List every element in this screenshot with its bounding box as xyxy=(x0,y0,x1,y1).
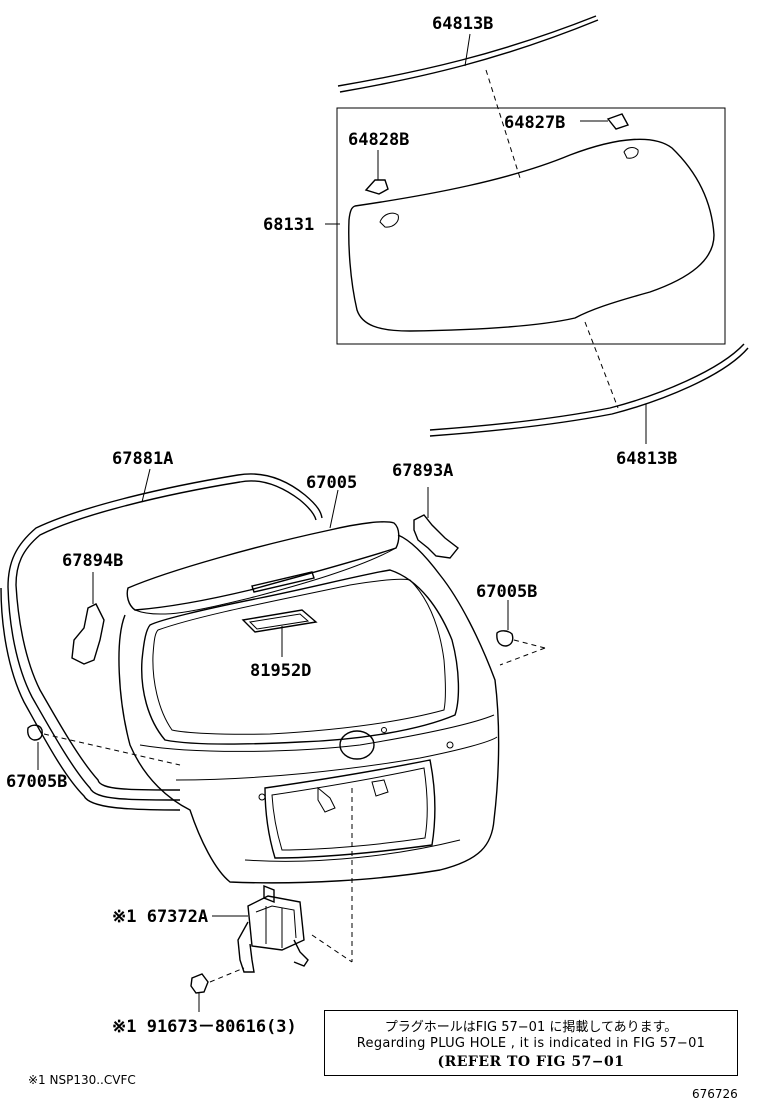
dash-damper-diag xyxy=(311,934,353,963)
leader-molding-upper xyxy=(464,33,471,67)
clip-right-shape xyxy=(606,113,630,130)
lower-molding xyxy=(429,343,749,437)
label-67893a: 67893A xyxy=(392,461,453,481)
label-64813b-lower: 64813B xyxy=(616,449,677,469)
upper-molding xyxy=(337,15,599,93)
plug-shape xyxy=(241,609,318,633)
leader-67005 xyxy=(329,489,339,529)
cushion-right-shape xyxy=(496,630,514,647)
label-64828b: 64828B xyxy=(348,130,409,150)
damper-shape xyxy=(237,884,309,973)
label-67005: 67005 xyxy=(306,473,357,493)
label-81952d: 81952D xyxy=(250,661,311,681)
refer-note-box: プラグホールはFIG 57−01 に掲載してあります。 Regarding PL… xyxy=(324,1010,738,1076)
glass-inner-mark-left xyxy=(379,212,399,228)
plug-inner xyxy=(248,613,310,630)
dash-molding-upper xyxy=(485,69,521,179)
label-67005b-left: 67005B xyxy=(6,772,67,792)
glass-inner-mark-right xyxy=(623,147,639,159)
note-refer-link[interactable]: (REFER TO FIG 57−01 xyxy=(437,1054,625,1070)
weatherstrip xyxy=(0,473,323,811)
label-67881a: 67881A xyxy=(112,449,173,469)
figure-number: 676726 xyxy=(692,1087,738,1101)
stopper-right-shape xyxy=(413,514,459,559)
cushion-left-shape xyxy=(27,724,43,741)
glass-group-frame xyxy=(336,107,726,345)
note-japanese: プラグホールはFIG 57−01 に掲載してあります。 xyxy=(384,1020,678,1035)
label-67372a: ※1 67372A xyxy=(112,907,208,927)
label-91673: ※1 91673－80616(3) xyxy=(112,1017,297,1037)
bolt-shape xyxy=(190,973,209,994)
dash-cushion-left xyxy=(43,733,181,766)
leader-67881a xyxy=(141,468,151,503)
dash-cushion-right-2 xyxy=(499,647,546,666)
back-door-panel xyxy=(118,521,500,884)
dash-bolt xyxy=(209,967,245,983)
back-glass xyxy=(348,138,715,332)
label-68131: 68131 xyxy=(263,215,314,235)
label-67005b-right: 67005B xyxy=(476,582,537,602)
note-english: Regarding PLUG HOLE , it is indicated in… xyxy=(356,1036,706,1051)
footnote-model-code: ※1 NSP130..CVFC xyxy=(28,1073,136,1087)
dash-molding-lower xyxy=(584,321,619,409)
label-64813b-upper: 64813B xyxy=(432,14,493,34)
dash-cushion-right xyxy=(513,639,546,649)
clip-left-shape xyxy=(364,179,389,195)
stopper-left-shape xyxy=(71,603,105,665)
label-64827b: 64827B xyxy=(504,113,565,133)
label-67894b: 67894B xyxy=(62,551,123,571)
